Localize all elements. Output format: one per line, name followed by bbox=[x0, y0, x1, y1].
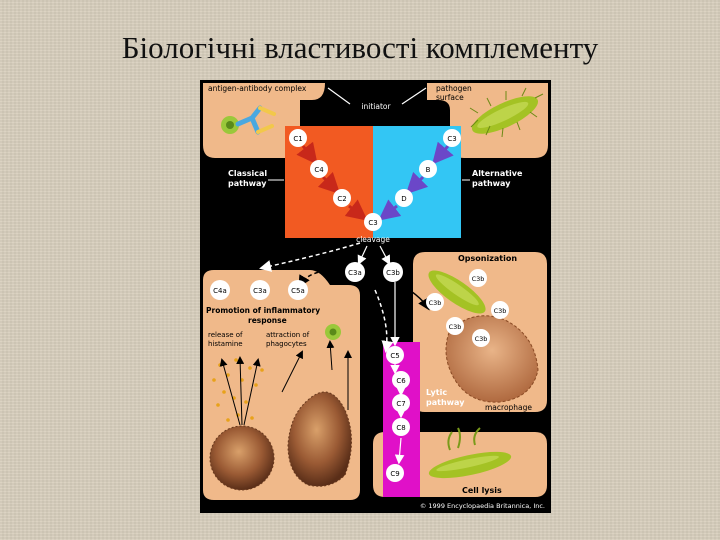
node-c3b-label: C3b bbox=[386, 269, 400, 277]
copyright: © 1999 Encyclopaedia Britannica, Inc. bbox=[420, 502, 545, 510]
node-c6-label: C6 bbox=[396, 377, 406, 385]
opsonin-c3b-1-label: C3b bbox=[472, 275, 485, 283]
node-c5a-label: C5a bbox=[291, 287, 305, 295]
node-c2: C2 bbox=[333, 189, 351, 207]
initiator-label: initiator bbox=[361, 102, 391, 111]
node-c6: C6 bbox=[392, 371, 410, 389]
node-c9-label: C9 bbox=[390, 470, 399, 478]
node-c3a-label: C3a bbox=[348, 269, 362, 277]
attraction-label-1: attraction of bbox=[266, 331, 310, 339]
cleavage-label: cleavage bbox=[356, 235, 390, 244]
node-c4a: C4a bbox=[210, 280, 230, 300]
node-c3-label: C3 bbox=[368, 219, 377, 227]
opsonin-c3b-5: C3b bbox=[472, 329, 490, 347]
node-d-label: D bbox=[401, 195, 406, 203]
opsonin-c3b-5-label: C3b bbox=[475, 335, 488, 343]
opsonin-c3b-3: C3b bbox=[491, 301, 509, 319]
node-c4: C4 bbox=[310, 160, 328, 178]
mast-cell bbox=[210, 426, 274, 490]
opsonin-c3b-2-label: C3b bbox=[429, 299, 442, 307]
macrophage-label: macrophage bbox=[485, 403, 532, 412]
node-c9: C9 bbox=[386, 464, 404, 482]
classical-label-1: Classical bbox=[228, 169, 267, 178]
node-c5-label: C5 bbox=[390, 352, 399, 360]
small-green-cell bbox=[325, 324, 341, 340]
release-label-1: release of bbox=[208, 331, 243, 339]
node-b-label: B bbox=[426, 166, 431, 174]
node-c2-label: C2 bbox=[337, 195, 346, 203]
classical-label-2: pathway bbox=[228, 179, 267, 188]
opsonin-c3b-1: C3b bbox=[469, 269, 487, 287]
node-c7: C7 bbox=[392, 394, 410, 412]
node-c3a: C3a bbox=[345, 262, 365, 282]
node-c8: C8 bbox=[392, 418, 410, 436]
pathogen-label-2: surface bbox=[436, 93, 464, 102]
inflammation-title-1: Promotion of inflammatory bbox=[206, 306, 320, 315]
lytic-label-2: pathway bbox=[426, 398, 465, 407]
opsonin-c3b-2: C3b bbox=[426, 293, 444, 311]
opsonin-c3b-4-label: C3b bbox=[449, 323, 462, 331]
node-c3b: C3b bbox=[383, 262, 403, 282]
node-c1: C1 bbox=[289, 129, 307, 147]
node-c5a: C5a bbox=[288, 280, 308, 300]
node-c5: C5 bbox=[386, 346, 404, 364]
node-d: D bbox=[395, 189, 413, 207]
node-c7-label: C7 bbox=[396, 400, 405, 408]
node-c3a-inflam: C3a bbox=[250, 280, 270, 300]
slide-title: Біологічні властивості комплементу bbox=[0, 30, 720, 66]
node-c1-label: C1 bbox=[293, 135, 302, 143]
pathogen-label-1: pathogen bbox=[436, 84, 472, 93]
node-c4-label: C4 bbox=[314, 166, 324, 174]
antigen-antibody-label: antigen-antibody complex bbox=[208, 84, 307, 93]
inflammation-title-2: response bbox=[248, 316, 287, 325]
node-c3a-inflam-label: C3a bbox=[253, 287, 267, 295]
release-label-2: histamine bbox=[208, 340, 243, 348]
opsonization-title: Opsonization bbox=[458, 254, 517, 263]
node-c8-label: C8 bbox=[396, 424, 405, 432]
node-c3-right-label: C3 bbox=[447, 135, 456, 143]
node-b: B bbox=[419, 160, 437, 178]
attraction-label-2: phagocytes bbox=[266, 340, 307, 348]
cell-lysis-label: Cell lysis bbox=[462, 486, 502, 495]
opsonin-c3b-3-label: C3b bbox=[494, 307, 507, 315]
complement-diagram: antigen-antibody complex initiator patho… bbox=[200, 80, 551, 513]
lytic-label-1: Lytic bbox=[426, 388, 447, 397]
opsonin-c3b-4: C3b bbox=[446, 317, 464, 335]
node-c3: C3 bbox=[364, 213, 382, 231]
node-c4a-label: C4a bbox=[213, 287, 227, 295]
alternative-label-1: Alternative bbox=[472, 169, 523, 178]
node-c3-right: C3 bbox=[443, 129, 461, 147]
complement-diagram-svg: antigen-antibody complex initiator patho… bbox=[200, 80, 551, 513]
alternative-label-2: pathway bbox=[472, 179, 511, 188]
